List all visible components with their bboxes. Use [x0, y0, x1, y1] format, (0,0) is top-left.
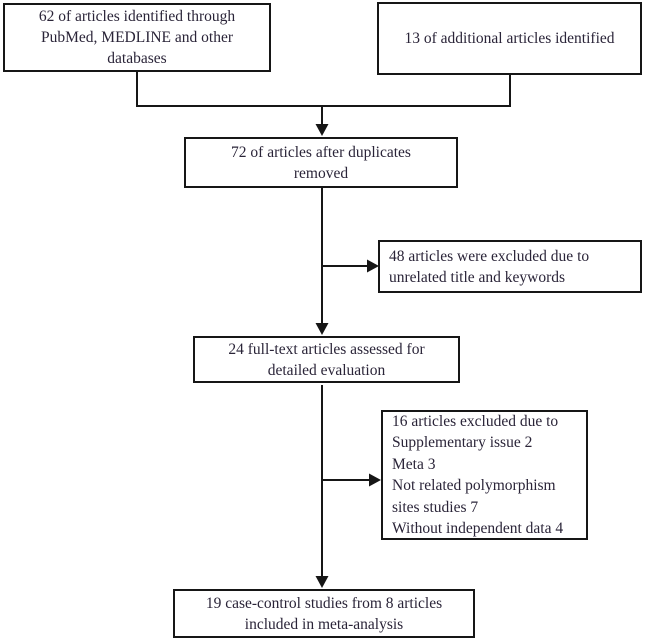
box-text-line: 19 case-control studies from 8 articles: [205, 594, 443, 612]
box-included-meta-analysis: 19 case-control studies from 8 articles …: [173, 589, 475, 638]
box-records-identified: 62 of articles identified through PubMed…: [3, 3, 271, 72]
box-text-line: detailed evaluation: [267, 361, 386, 379]
arrowhead-into-fulltext: [315, 323, 329, 335]
box-text-line: Not related polymorphism: [392, 477, 556, 494]
arrowhead-into-duplicates: [315, 124, 329, 136]
arrowhead-into-excluded-fulltext: [369, 473, 381, 487]
box-text-line: 16 articles excluded due to: [392, 412, 559, 430]
box-after-duplicates-removed: 72 of articles after duplicates removed: [184, 137, 458, 188]
box-text-line: 13 of additional articles identified: [404, 30, 615, 47]
box-excluded-fulltext-reasons: 16 articles excluded due to Supplementar…: [381, 410, 588, 540]
box-text-line: Without independent data 4: [392, 520, 564, 537]
box-text-line: included in meta-analysis: [244, 615, 404, 633]
box-text-line: unrelated title and keywords: [389, 268, 566, 286]
box-text-line: sites studies 7: [392, 498, 479, 516]
box-text-line: Supplementary issue 2: [392, 434, 533, 451]
box-additional-articles: 13 of additional articles identified: [377, 2, 642, 75]
box-text-line: Meta 3: [392, 455, 436, 473]
box-text-line: 24 full-text articles assessed for: [228, 340, 425, 358]
box-text-line: removed: [293, 164, 349, 182]
box-text-line: 62 of articles identified through: [38, 8, 236, 25]
box-text-line: 48 articles were excluded due to: [389, 247, 590, 265]
box-text-line: PubMed, MEDLINE and other: [41, 29, 233, 46]
box-text-line: databases: [107, 50, 167, 67]
box-fulltext-assessed: 24 full-text articles assessed for detai…: [193, 336, 460, 383]
arrowhead-into-included: [315, 576, 329, 588]
box-excluded-title-keywords: 48 articles were excluded due to unrelat…: [378, 240, 642, 293]
box-text-line: 72 of articles after duplicates: [231, 143, 411, 161]
